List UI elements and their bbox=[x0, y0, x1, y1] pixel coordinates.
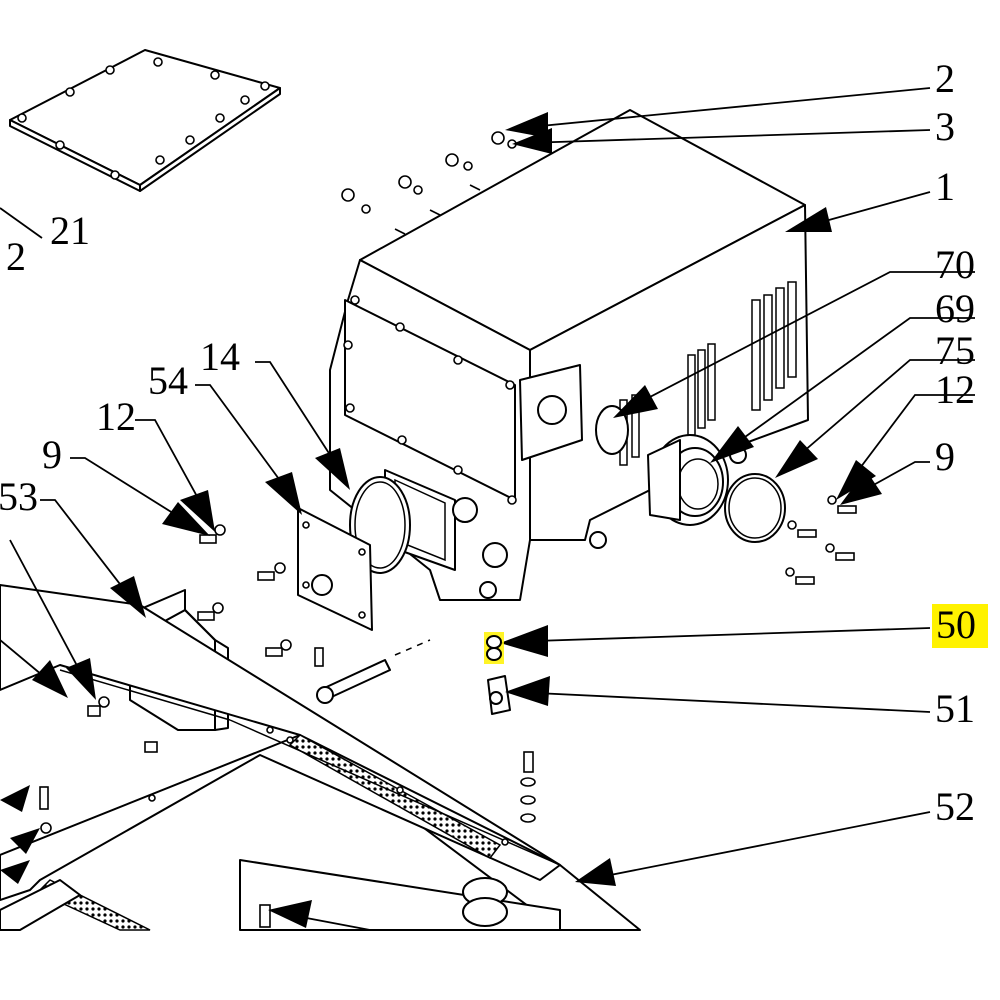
cover-plate-part bbox=[9, 49, 281, 192]
callout-53: 53 bbox=[0, 474, 38, 519]
callout-54: 54 bbox=[148, 358, 188, 403]
mount-hardware-part bbox=[39, 751, 536, 852]
callout-1: 1 bbox=[935, 164, 955, 209]
bracket-51-part bbox=[487, 675, 511, 715]
nut-washer-set bbox=[341, 131, 517, 235]
callout-52: 52 bbox=[935, 784, 975, 829]
o-ring-70-part bbox=[595, 405, 629, 455]
callout-9-left: 9 bbox=[42, 432, 62, 477]
callout-12-left: 12 bbox=[96, 394, 136, 439]
callout-3: 3 bbox=[935, 104, 955, 149]
callout-2-top: 2 bbox=[935, 56, 955, 101]
leader-lines bbox=[0, 87, 975, 931]
cover-plate-54-part bbox=[297, 507, 373, 631]
callout-50: 50 bbox=[936, 602, 976, 647]
callout-50-highlight bbox=[932, 604, 988, 648]
callout-21: 21 bbox=[50, 208, 90, 253]
callout-labels: 2 3 1 70 69 75 12 9 50 51 52 21 2 14 54 … bbox=[0, 56, 976, 829]
callout-69: 69 bbox=[935, 286, 975, 331]
callout-2-left: 2 bbox=[6, 234, 26, 279]
right-bolt-set bbox=[785, 495, 857, 585]
callout-14: 14 bbox=[200, 334, 240, 379]
callout-51: 51 bbox=[935, 686, 975, 731]
callout-12-right: 12 bbox=[935, 367, 975, 412]
callout-70: 70 bbox=[935, 242, 975, 287]
base-frame-52-part bbox=[0, 584, 641, 931]
o-ring-75-part bbox=[724, 473, 786, 543]
callout-9-right: 9 bbox=[935, 434, 955, 479]
drive-rod-part bbox=[316, 639, 431, 704]
callout-75: 75 bbox=[935, 328, 975, 373]
left-bolt-set bbox=[87, 524, 324, 753]
